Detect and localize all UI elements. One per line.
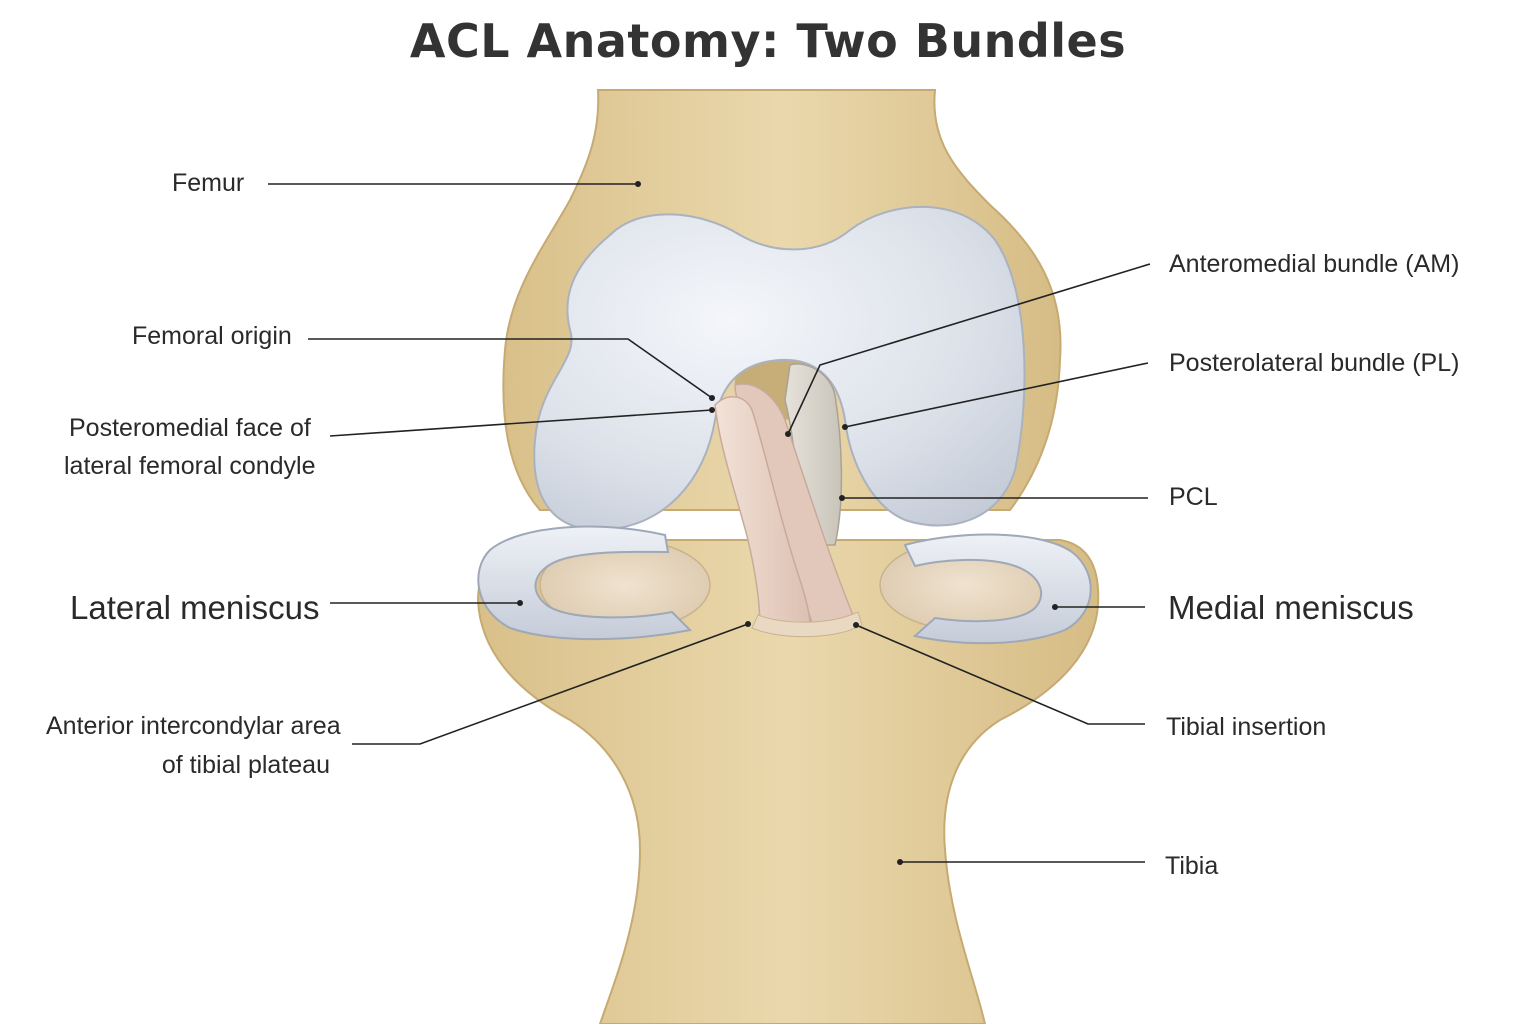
leader-femoral-origin [308,338,713,399]
leader-medial-meniscus-dot [1052,604,1058,610]
leader-tibial-insertion [855,624,1145,725]
label-femur: Femur [172,169,245,197]
leader-tibia-dot [897,859,903,865]
label-posteromedial-face-line2: lateral femoral condyle [64,452,316,480]
leader-posteromedial-face [329,409,713,437]
leader-anterior-area-dot [745,621,751,627]
label-tibia: Tibia [1165,852,1219,880]
leader-femoral-origin-dot [709,395,715,401]
tibial-insertion-footprint [751,611,863,638]
label-am-bundle: Anteromedial bundle (AM) [1169,250,1460,278]
leader-posteromedial-face-dot [709,407,715,413]
leader-anterior-area [352,623,749,745]
leader-pl-bundle [844,362,1149,428]
page-title: ACL Anatomy: Two Bundles [409,14,1127,68]
label-femoral-origin: Femoral origin [132,322,292,350]
label-pl-bundle: Posterolateral bundle (PL) [1169,349,1460,377]
femoral-cartilage [533,205,1026,532]
leader-pl-bundle-dot [842,424,848,430]
leader-am-bundle-dot [785,431,791,437]
leader-femur-dot [635,181,641,187]
leader-pcl-dot [839,495,845,501]
medial-meniscus [903,533,1092,645]
leader-tibial-insertion-dot [853,622,859,628]
label-posteromedial-face-line1: Posteromedial face of [69,414,311,442]
acl-am-bundle [714,396,812,636]
lateral-meniscus [477,525,693,641]
label-anterior-area-line1: Anterior intercondylar area [46,712,341,740]
label-anterior-area-line2: of tibial plateau [161,751,330,779]
label-tibial-insertion: Tibial insertion [1166,713,1327,741]
label-pcl: PCL [1169,483,1218,511]
label-medial-meniscus: Medial meniscus [1168,589,1414,626]
leader-lateral-meniscus-dot [517,600,523,606]
tibia-bone [476,539,1100,1024]
label-lateral-meniscus: Lateral meniscus [70,589,320,626]
leader-am-bundle [787,263,1151,435]
